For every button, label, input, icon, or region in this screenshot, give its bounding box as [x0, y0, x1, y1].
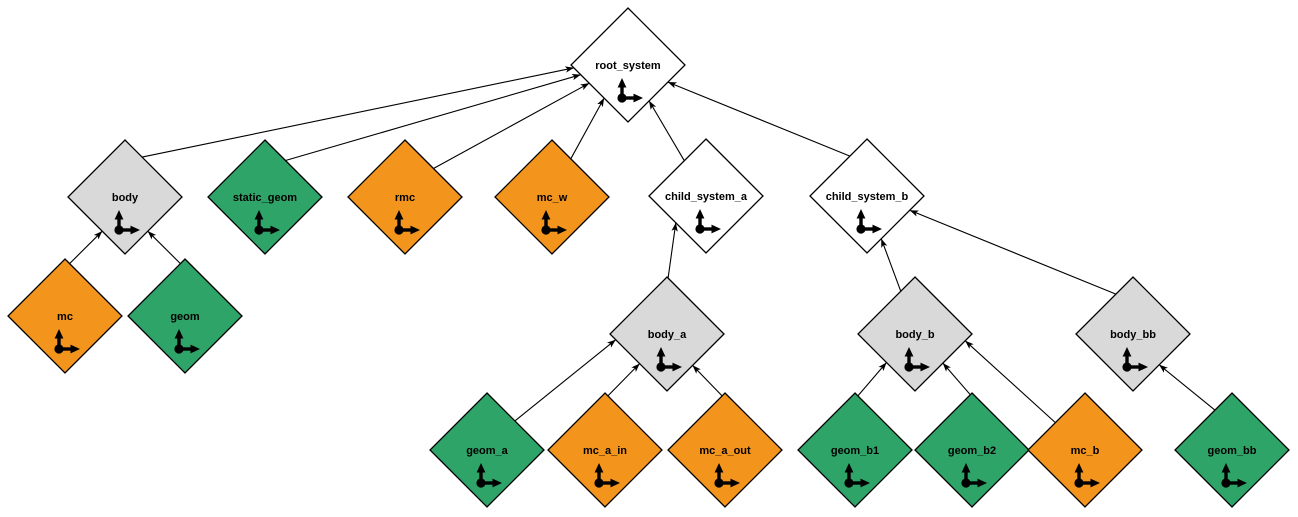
frame-axes-icon [695, 209, 721, 234]
node-geom_b2: geom_b2 [914, 392, 1030, 508]
frame-axes-icon [961, 463, 987, 488]
node-label: geom_b1 [831, 445, 879, 457]
node-diamond [207, 139, 323, 255]
node-diamond [1027, 392, 1143, 508]
node-diamond [648, 138, 764, 254]
edge-mc_a_out-to-body_a [692, 365, 723, 397]
node-diamond [347, 139, 463, 255]
node-diamond [857, 276, 973, 392]
node-mc_b: mc_b [1027, 392, 1143, 508]
edge-geom_a-to-body_a [514, 339, 617, 422]
node-label: geom_a [466, 445, 508, 457]
edge-mc_a_in-to-body_a [607, 363, 640, 397]
node-diamond [1075, 276, 1191, 392]
node-diamond [609, 276, 725, 392]
edge-static_geom-to-root_system [285, 74, 581, 162]
node-label: body_b [895, 329, 934, 341]
edge-geom_bb-to-body_bb [1158, 364, 1216, 411]
node-mc_a_out: mc_a_out [667, 392, 783, 508]
frame-axes-icon [54, 329, 80, 354]
node-mc: mc [7, 258, 123, 374]
frame-axes-icon [114, 210, 140, 235]
node-label: mc [57, 311, 73, 323]
node-label: geom_b2 [948, 445, 996, 457]
edge-body_bb-to-child_system_b [909, 209, 1117, 295]
node-diamond [494, 139, 610, 255]
node-label: mc_w [537, 192, 568, 204]
node-label: mc_a_out [699, 445, 751, 457]
edge-rmc-to-root_system [433, 82, 590, 169]
edge-body_a-to-child_system_a [667, 222, 678, 279]
node-body_a: body_a [609, 276, 725, 392]
node-body_bb: body_bb [1075, 276, 1191, 392]
node-diamond [667, 392, 783, 508]
node-body_b: body_b [857, 276, 973, 392]
edge-geom_b2-to-body_b [942, 362, 971, 396]
frame-axes-icon [476, 463, 502, 488]
node-child_system_b: child_system_b [809, 138, 925, 254]
frame-axes-icon [1122, 347, 1148, 372]
node-static_geom: static_geom [207, 139, 323, 255]
frame-axes-icon [394, 210, 420, 235]
edge-child_system_a-to-root_system [648, 100, 685, 161]
node-diamond [7, 258, 123, 374]
node-geom_b1: geom_b1 [797, 392, 913, 508]
node-diamond [67, 139, 183, 255]
edge-mc_w-to-root_system [570, 97, 605, 160]
edge-body_b-to-child_system_b [880, 238, 902, 292]
frame-axes-icon [254, 210, 280, 235]
edge-geom-to-body [147, 230, 181, 264]
node-label: body_bb [1110, 329, 1156, 341]
frame-axes-icon [617, 78, 643, 103]
edge-mc_b-to-body_b [964, 340, 1056, 424]
node-mc_a_in: mc_a_in [547, 392, 663, 508]
frame-axes-icon [1221, 463, 1247, 488]
node-root_system: root_system [570, 7, 686, 123]
node-geom_bb: geom_bb [1174, 392, 1290, 508]
node-label: geom_bb [1208, 445, 1257, 457]
node-label: child_system_a [665, 191, 748, 203]
node-diamond [914, 392, 1030, 508]
edge-child_system_b-to-root_system [667, 81, 851, 157]
edge-body-to-root_system [141, 66, 575, 158]
frame-axes-icon [656, 347, 682, 372]
node-diamond [1174, 392, 1290, 508]
node-diamond [797, 392, 913, 508]
node-label: body [112, 192, 139, 204]
node-geom_a: geom_a [429, 392, 545, 508]
node-diamond [809, 138, 925, 254]
node-diamond [127, 258, 243, 374]
edge-mc-to-body [69, 230, 103, 264]
node-child_system_a: child_system_a [648, 138, 764, 254]
edges-layer [69, 66, 1216, 424]
node-diamond [547, 392, 663, 508]
frame-axes-icon [714, 463, 740, 488]
frame-axes-icon [1074, 463, 1100, 488]
node-label: geom [170, 311, 200, 323]
frame-axes-icon [904, 347, 930, 372]
frame-axes-icon [856, 209, 882, 234]
node-label: static_geom [233, 192, 297, 204]
node-label: rmc [395, 192, 415, 204]
frame-axes-icon [541, 210, 567, 235]
node-mc_w: mc_w [494, 139, 610, 255]
node-geom: geom [127, 258, 243, 374]
node-rmc: rmc [347, 139, 463, 255]
node-label: child_system_b [826, 191, 909, 203]
node-diamond [570, 7, 686, 123]
node-label: body_a [648, 329, 687, 341]
node-diamond [429, 392, 545, 508]
frame-axes-icon [174, 329, 200, 354]
node-label: mc_a_in [583, 445, 627, 457]
node-label: root_system [595, 60, 661, 72]
frame-axes-icon [594, 463, 620, 488]
frame-axes-icon [844, 463, 870, 488]
edge-geom_b1-to-body_b [857, 362, 887, 397]
node-label: mc_b [1071, 445, 1100, 457]
node-body: body [67, 139, 183, 255]
